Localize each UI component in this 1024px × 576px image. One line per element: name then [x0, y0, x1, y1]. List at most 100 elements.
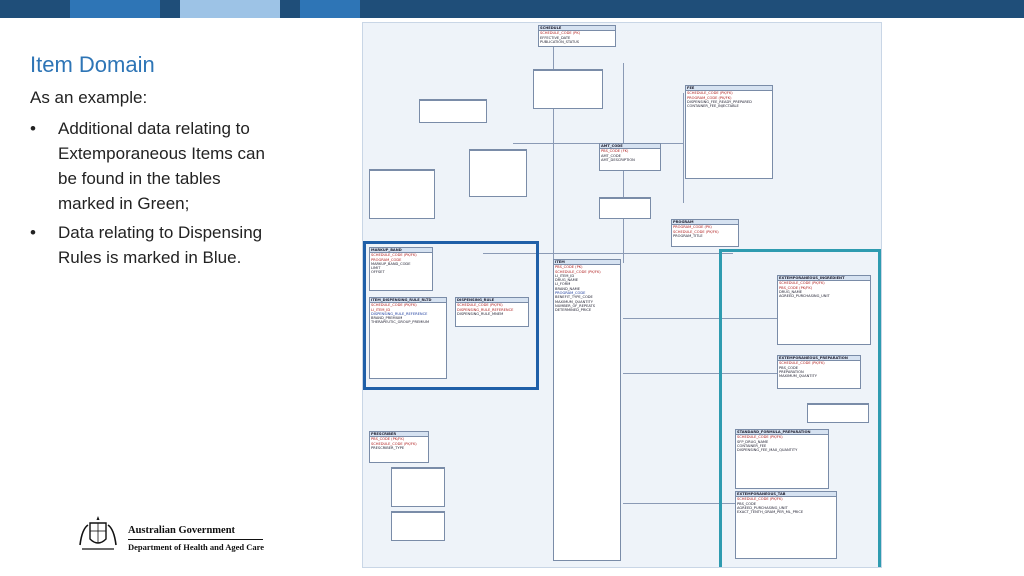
slide-title: Item Domain: [30, 52, 155, 77]
er-table: [469, 149, 527, 197]
logo-line-2: Department of Health and Aged Care: [128, 542, 265, 552]
er-table: [807, 403, 869, 423]
top-bar-segment: [370, 0, 1024, 18]
top-bar-segment: [300, 0, 360, 18]
er-table-field: AMT_DESCRIPTION: [601, 157, 635, 162]
er-table-title: EXTEMPORANEOUS_INGREDIENT: [778, 276, 870, 282]
er-table-field: LI_FORM: [555, 282, 571, 287]
er-table-field: THERAPEUTIC_GROUP_PREMIUM: [371, 320, 430, 325]
er-table: EXTEMPORANEOUS_PREPARATION SCHEDULE_CODE…: [777, 355, 861, 389]
er-table-field: PRESCRIBER_TYPE: [371, 445, 405, 450]
er-table-title: [392, 512, 444, 513]
coat-of-arms-icon: [79, 516, 117, 550]
er-table-field: BRAND_PREMIUM: [371, 316, 403, 321]
er-table-field: DISPENSING_FEE_READY_PREPARED: [687, 99, 752, 104]
er-table-title: [420, 100, 486, 101]
er-table-field: DETERMINED_PRICE: [555, 308, 592, 313]
er-table-field: DRUG_NAME: [779, 289, 802, 294]
er-table-field: MAXIMUM_QUANTITY: [555, 299, 593, 304]
er-table: AMT_CODE PBS_CODE (FK) AMT_CODE AMT_DESC…: [599, 143, 661, 171]
er-table: EXTEMPORANEOUS_TAB SCHEDULE_CODE (PK/FK)…: [735, 491, 837, 559]
connector-line: [623, 373, 778, 374]
er-table-title: [392, 468, 444, 469]
er-table-title: AMT_CODE: [600, 144, 660, 150]
er-table-title: EXTEMPORANEOUS_PREPARATION: [778, 356, 860, 362]
top-decorative-bar: [0, 0, 1024, 18]
slide-intro: As an example:: [30, 88, 148, 107]
top-bar-segment: [70, 0, 160, 18]
er-table-title: STANDARD_FORMULA_PREPARATION: [736, 430, 828, 436]
er-table-field: CONTAINER_FEE: [737, 443, 767, 448]
dispensing-rules-highlight: [363, 241, 539, 390]
er-table-field: DISPENSING_RULE_REFERENCE: [371, 311, 428, 316]
bullet-list: • Additional data relating to Extemporan…: [30, 116, 280, 274]
er-table-field: SCHEDULE_CODE (PK/FK): [371, 303, 417, 308]
er-table-field: EXACT_TENTH_GRAM_PER_ML_PRICE: [737, 510, 804, 515]
er-table: STANDARD_FORMULA_PREPARATION SCHEDULE_CO…: [735, 429, 829, 489]
er-table-field: PBS_CODE (PK/FK): [371, 437, 405, 442]
connector-line: [683, 93, 684, 203]
er-table: [391, 467, 445, 507]
er-table-field: LI_ITEM_ID: [371, 307, 391, 312]
er-table: PROGRAM PROGRAM_CODE (PK) SCHEDULE_CODE …: [671, 219, 739, 247]
bullet-text: Additional data relating to Extemporaneo…: [58, 119, 265, 213]
government-logo: Australian Government Department of Heal…: [76, 515, 276, 555]
er-table-field: SCHEDULE_CODE (PK/FK): [737, 497, 783, 502]
er-table-field: PROGRAM_CODE: [371, 257, 402, 262]
er-table-field: PREPARATION: [779, 369, 804, 374]
er-table: [419, 99, 487, 123]
er-table: FEE SCHEDULE_CODE (PK/FK) PROGRAM_CODE (…: [685, 85, 773, 179]
er-table-field: SCHEDULE_CODE (PK/FK): [457, 303, 503, 308]
er-table-field: PBS_CODE (PK/FK): [779, 285, 813, 290]
er-table-field: DRUG_NAME: [555, 278, 578, 283]
er-table-title: DISPENSING_RULE: [456, 298, 528, 304]
er-table-title: PROGRAM: [672, 220, 738, 226]
er-table-title: [370, 170, 434, 171]
er-table: PRESCRIBER PBS_CODE (PK/FK) SCHEDULE_COD…: [369, 431, 429, 463]
er-table-field: OFFSET: [371, 270, 385, 275]
er-table-item: ITEM PBS_CODE (PK) SCHEDULE_CODE (PK/FK)…: [553, 259, 621, 561]
er-table-field: PROGRAM_CODE (PK/FK): [687, 95, 732, 100]
connector-line: [623, 318, 778, 319]
er-table-field: AGREED_PURCHASING_UNIT: [779, 294, 830, 299]
er-table-field: SCHEDULE_CODE (PK/FK): [673, 229, 719, 234]
er-table-title: SCHEDULE: [539, 26, 615, 32]
er-table: SCHEDULE SCHEDULE_CODE (PK) EFFECTIVE_DA…: [538, 25, 616, 47]
bullet-item: • Additional data relating to Extemporan…: [30, 116, 280, 216]
connector-line: [623, 503, 778, 504]
er-table-title: FEE: [686, 86, 772, 92]
er-table-field: SCHEDULE_CODE (PK/FK): [371, 253, 417, 258]
er-table-field: PROGRAM_CODE (PK): [673, 225, 712, 230]
er-table-field: MARKUP_BAND_CODE: [371, 261, 411, 266]
er-table-field: CONTAINER_FEE_INJECTABLE: [687, 104, 739, 109]
er-table: [599, 197, 651, 219]
top-bar-segment: [0, 0, 70, 18]
er-table-field: PUBLICATION_STATUS: [540, 39, 580, 44]
er-table-field: AGREED_PURCHASING_UNIT: [737, 505, 788, 510]
er-table-field: BRAND_NAME: [555, 286, 581, 291]
er-table-field: PBS_CODE: [779, 365, 799, 370]
er-table-field: SCHEDULE_CODE (PK): [540, 31, 581, 36]
bullet-text: Data relating to Dispensing Rules is mar…: [58, 223, 263, 267]
er-table-title: PRESCRIBER: [370, 432, 428, 438]
er-table-field: SFP_DRUG_NAME: [737, 439, 769, 444]
er-table-field: SCHEDULE_CODE (PK/FK): [555, 269, 601, 274]
er-table-title: [600, 198, 650, 199]
er-table: ITEM_DISPENSING_RULE_RLTD SCHEDULE_CODE …: [369, 297, 447, 379]
er-table: MARKUP_BAND SCHEDULE_CODE (PK/FK) PROGRA…: [369, 247, 433, 291]
er-diagram: SCHEDULE SCHEDULE_CODE (PK) EFFECTIVE_DA…: [362, 22, 882, 568]
er-table-field: BENEFIT_TYPE_CODE: [555, 295, 593, 300]
er-table-field: AMT_CODE: [601, 153, 621, 158]
er-table-title: ITEM: [554, 260, 620, 266]
er-table-field: PROGRAM_CODE: [555, 291, 586, 296]
er-table-field: DISPENSING_RULE_REFERENCE: [457, 307, 514, 312]
er-table-field: PBS_CODE (PK): [555, 265, 583, 270]
er-table-title: [470, 150, 526, 151]
connector-line: [513, 143, 683, 144]
er-table-title: [808, 404, 868, 405]
er-table-title: ITEM_DISPENSING_RULE_RLTD: [370, 298, 446, 304]
er-table-field: SCHEDULE_CODE (PK/FK): [687, 91, 733, 96]
er-table-field: MAXIMUM_QUANTITY: [779, 374, 817, 379]
er-table: [391, 511, 445, 541]
er-table-title: EXTEMPORANEOUS_TAB: [736, 492, 836, 498]
